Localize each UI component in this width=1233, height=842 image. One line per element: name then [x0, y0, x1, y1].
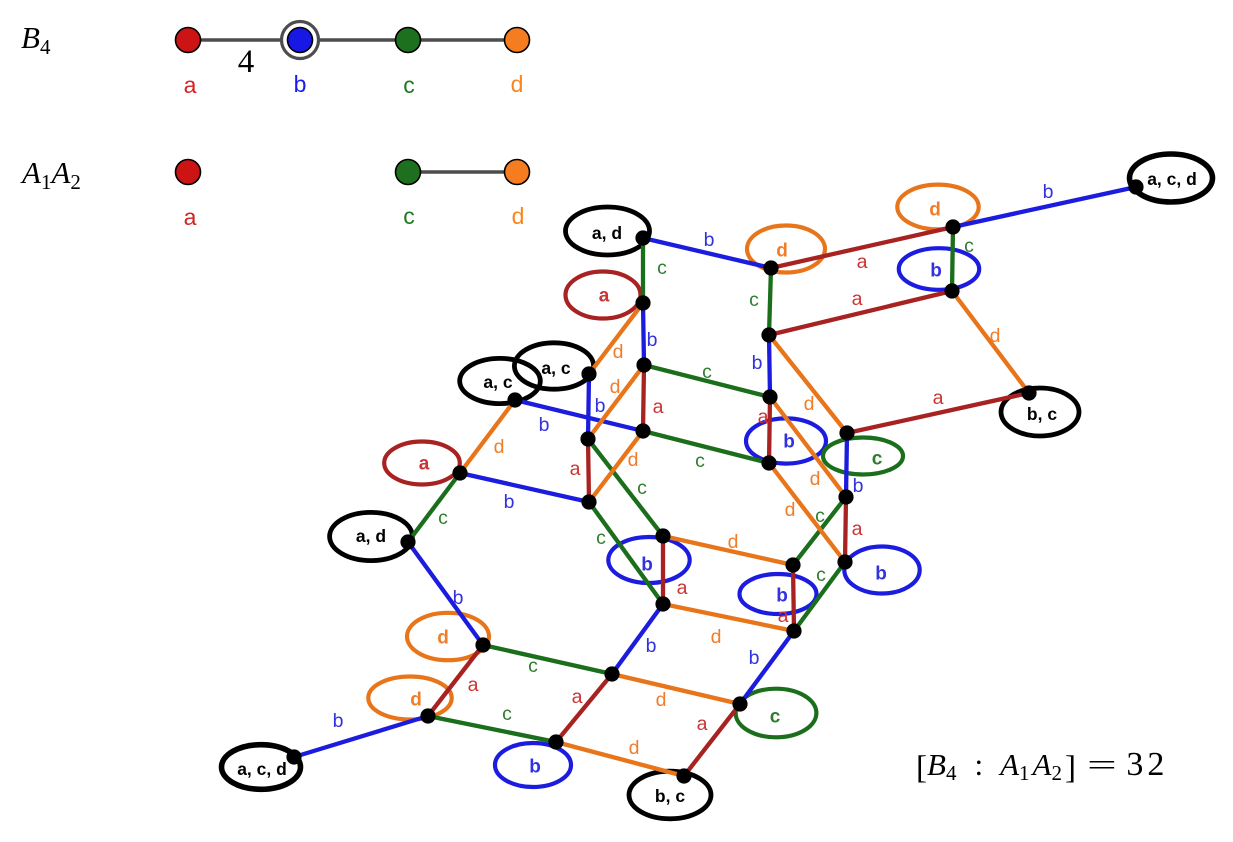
svg-text:d: d	[610, 376, 621, 398]
svg-text:c: c	[657, 257, 667, 279]
svg-text:b: b	[641, 555, 653, 576]
svg-text:b: b	[930, 261, 942, 282]
svg-text:c: c	[502, 703, 512, 725]
svg-text:a: a	[852, 518, 863, 540]
svg-text:b: b	[704, 229, 715, 251]
svg-text:b: b	[875, 564, 887, 585]
svg-text:a: a	[184, 72, 197, 98]
svg-text:c: c	[403, 203, 415, 229]
svg-text:b: b	[529, 757, 541, 778]
svg-text:a, d: a, d	[592, 223, 622, 243]
svg-text:a, c: a, c	[541, 358, 570, 378]
svg-text:d: d	[810, 468, 821, 490]
svg-text:d: d	[628, 449, 639, 471]
svg-text:d: d	[711, 626, 722, 648]
svg-text:d: d	[785, 499, 796, 521]
svg-text:b: b	[333, 710, 344, 732]
svg-text:d: d	[410, 690, 422, 711]
svg-text:d: d	[629, 737, 640, 759]
svg-text:d: d	[929, 200, 941, 221]
svg-text:b: b	[749, 647, 760, 669]
svg-text:a: a	[184, 204, 197, 230]
svg-text:b: b	[504, 491, 515, 513]
svg-text:b: b	[1043, 181, 1054, 203]
svg-text:a: a	[419, 454, 430, 475]
svg-text:c: c	[596, 527, 606, 549]
svg-text:a: a	[697, 713, 708, 735]
svg-text:a, c, d: a, c, d	[237, 759, 287, 779]
svg-text:a, c: a, c	[483, 372, 512, 392]
svg-text:b: b	[294, 71, 307, 97]
svg-text:c: c	[815, 505, 825, 527]
svg-text:a: a	[677, 577, 688, 599]
svg-text:b: b	[783, 432, 795, 453]
svg-text:d: d	[512, 203, 525, 229]
svg-text:d: d	[776, 241, 788, 262]
svg-text:d: d	[437, 628, 449, 649]
svg-text:b: b	[752, 352, 763, 374]
svg-text:c: c	[438, 507, 448, 529]
svg-text:b: b	[647, 329, 658, 351]
svg-text:a: a	[572, 686, 583, 708]
svg-text:a, c, d: a, c, d	[1147, 169, 1197, 189]
svg-text:a: a	[857, 251, 868, 273]
svg-text:b, c: b, c	[655, 786, 685, 806]
svg-text:a: a	[758, 406, 769, 428]
svg-text:c: c	[816, 564, 826, 586]
svg-text:b, c: b, c	[1027, 404, 1057, 424]
svg-text:c: c	[403, 72, 415, 98]
svg-text:d: d	[613, 341, 624, 363]
svg-text:a: a	[570, 458, 581, 480]
svg-text:a, d: a, d	[356, 526, 386, 546]
svg-text:c: c	[695, 450, 705, 472]
svg-text:b: b	[853, 475, 864, 497]
svg-text:c: c	[749, 289, 759, 311]
svg-text:d: d	[728, 531, 739, 553]
svg-text:d: d	[990, 325, 1001, 347]
svg-text:a: a	[653, 396, 664, 418]
svg-text:d: d	[494, 436, 505, 458]
svg-text:4: 4	[238, 44, 255, 80]
svg-text:b: b	[539, 414, 550, 436]
svg-text:d: d	[804, 393, 815, 415]
svg-text:c: c	[770, 707, 781, 728]
svg-text:b: b	[776, 586, 788, 607]
svg-text:b: b	[453, 587, 464, 609]
svg-text:c: c	[872, 449, 883, 470]
svg-text:a: a	[778, 605, 789, 627]
svg-text:c: c	[702, 361, 712, 383]
svg-text:a: a	[599, 286, 610, 307]
svg-text:a: a	[852, 288, 863, 310]
svg-text:a: a	[933, 387, 944, 409]
svg-text:d: d	[656, 689, 667, 711]
svg-text:c: c	[964, 235, 974, 257]
svg-text:c: c	[528, 655, 538, 677]
svg-text:b: b	[595, 395, 606, 417]
svg-text:b: b	[646, 635, 657, 657]
svg-text:a: a	[468, 674, 479, 696]
svg-text:d: d	[511, 71, 524, 97]
svg-text:c: c	[637, 477, 647, 499]
